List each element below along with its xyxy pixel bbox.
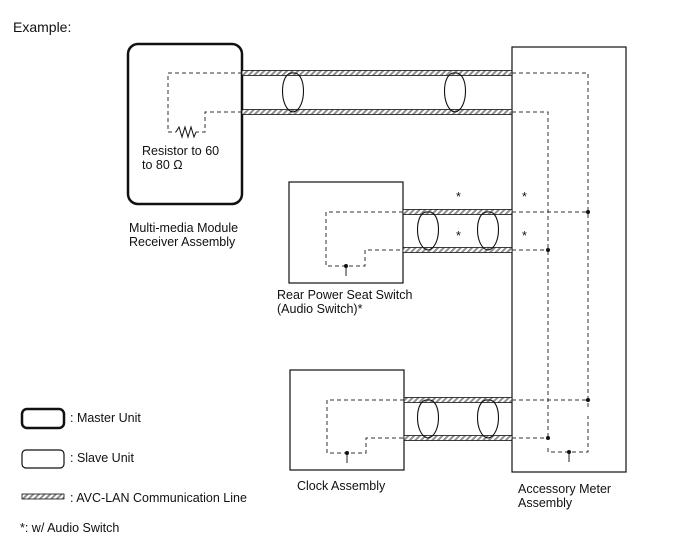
rear-seat-switch-label-line1: Rear Power Seat Switch	[277, 288, 413, 302]
asterisk-rss-lower: *	[456, 229, 461, 243]
legend-slave-symbol	[21, 449, 65, 469]
junction-dots	[344, 210, 590, 455]
legend-comm-line-symbol	[21, 493, 65, 500]
comm-line-rss-lower	[402, 247, 513, 253]
meter-label-line1: Accessory Meter	[518, 482, 612, 496]
legend-slave-text: : Slave Unit	[70, 451, 134, 465]
master-unit-label-line1: Multi-media Module	[129, 221, 239, 235]
comm-line-master-lower	[241, 109, 513, 115]
asterisk-rss-upper: *	[456, 190, 461, 204]
master-unit-label-line2: Receiver Assembly	[129, 235, 236, 249]
comm-line-clock-lower	[403, 435, 513, 441]
legend-master-text: : Master Unit	[70, 411, 141, 425]
meter-label-line2: Assembly	[518, 496, 573, 510]
legend-footnote: *: w/ Audio Switch	[20, 521, 120, 535]
resistor-label-line2: to 80 Ω	[142, 158, 183, 172]
accessory-meter-box	[511, 46, 627, 473]
comm-line-rss-upper	[402, 209, 513, 215]
twist-loops	[282, 72, 499, 439]
legend-comm-line-text: : AVC-LAN Communication Line	[70, 491, 247, 505]
rear-seat-switch-label-line2: (Audio Switch)*	[277, 302, 363, 316]
comm-line-master-upper	[241, 70, 513, 76]
asterisk-meter-upper: *	[522, 190, 527, 204]
legend-master-symbol	[20, 407, 66, 430]
clock-label: Clock Assembly	[297, 479, 386, 493]
resistor-label-line1: Resistor to 60	[142, 144, 220, 158]
diagram-title: Example:	[13, 19, 72, 35]
internal-wiring	[167, 72, 589, 454]
asterisk-meter-lower: *	[522, 229, 527, 243]
comm-line-clock-upper	[403, 397, 513, 403]
resistor-symbol	[175, 125, 197, 139]
master-unit-box	[126, 42, 244, 206]
